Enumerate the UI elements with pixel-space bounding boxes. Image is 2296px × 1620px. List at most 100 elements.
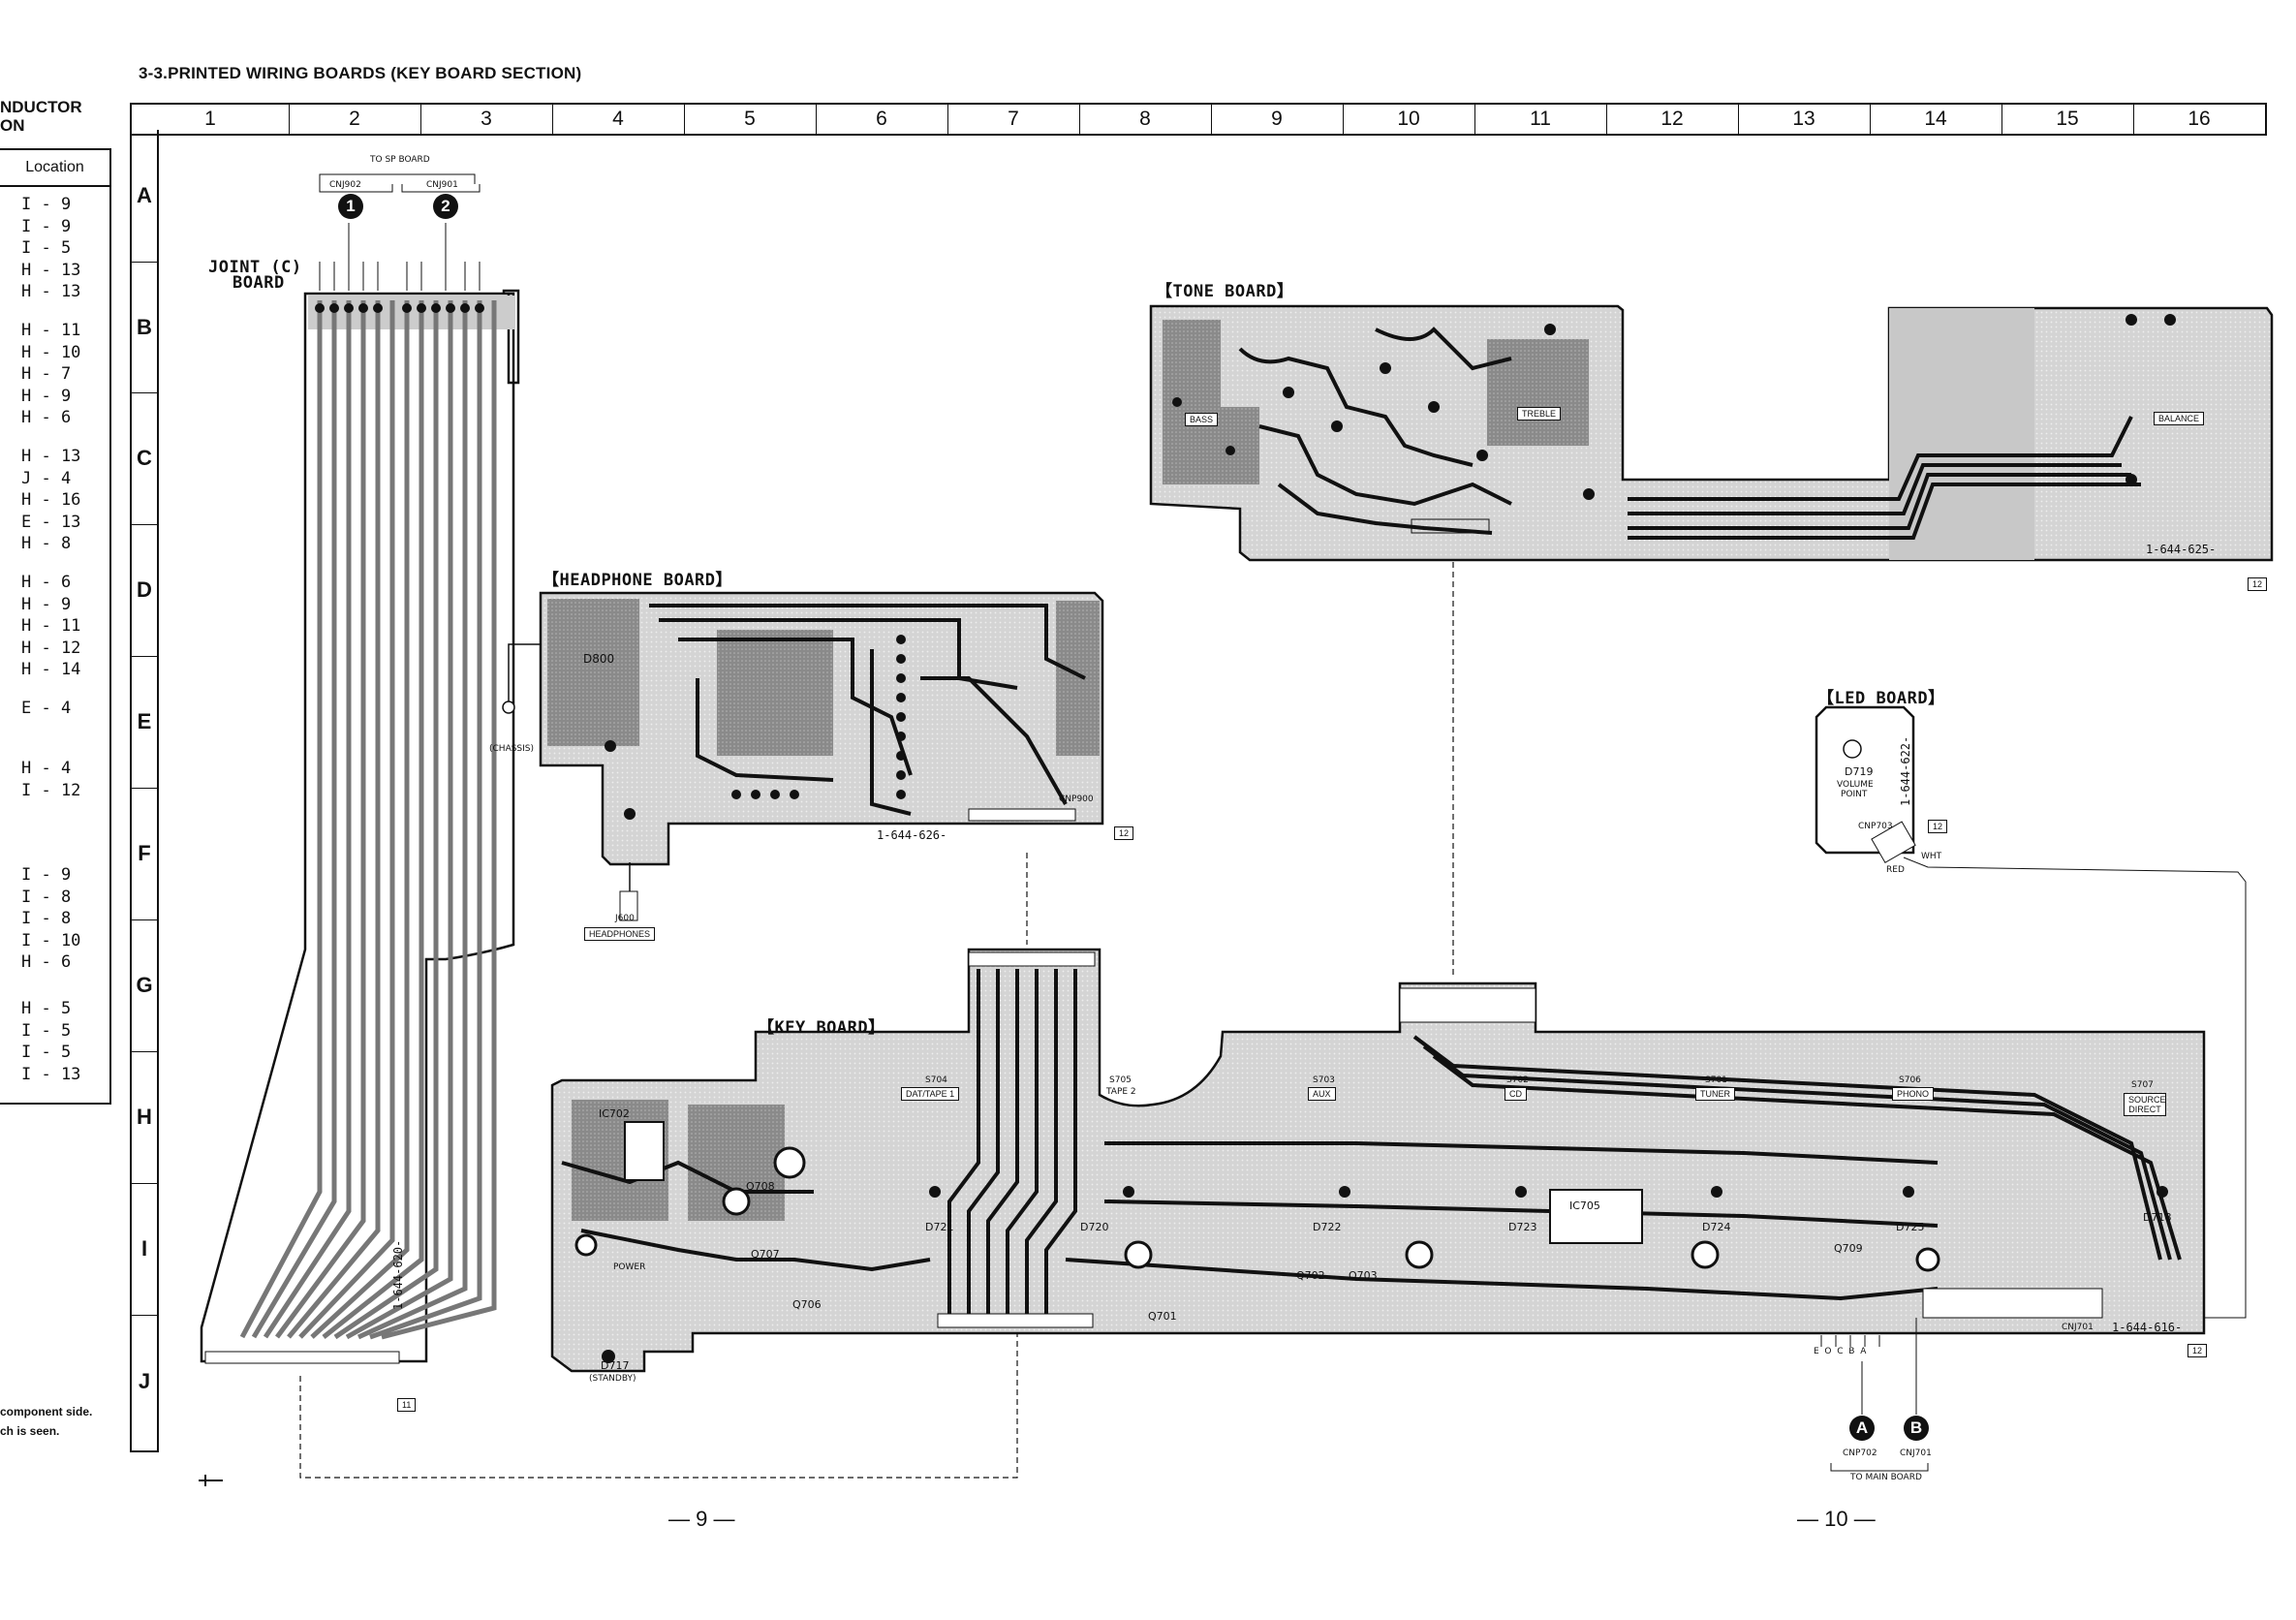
joint-c-board	[200, 289, 520, 1364]
grid-column-label: 6	[876, 108, 887, 130]
point-label: POINT	[1841, 790, 1868, 799]
grid-column-label: 3	[481, 108, 492, 130]
standby-text: STANDBY	[592, 1374, 634, 1384]
location-entry: H - 8	[21, 534, 72, 553]
location-entry: H - 16	[21, 490, 81, 510]
grid-column-label: 5	[744, 108, 756, 130]
wire-wht-label: WHT	[1921, 852, 1942, 861]
q702-label: Q702	[1296, 1269, 1325, 1282]
cnp702-label: CNP702	[1843, 1449, 1877, 1458]
led-tag: 12	[1928, 820, 1948, 833]
key-part-number: 1-644-616-	[2112, 1321, 2183, 1334]
grid-column-label: 14	[1924, 108, 1947, 130]
location-entry: H - 9	[21, 594, 72, 614]
cnj901-label: CNJ901	[426, 180, 458, 190]
grid-column-divider	[1474, 105, 1475, 134]
q701-label: Q701	[1148, 1310, 1177, 1323]
tone-board-title-text: TONE BOARD	[1172, 282, 1277, 301]
led-board-title-text: LED BOARD	[1834, 689, 1929, 708]
grid-column-divider	[947, 105, 948, 134]
grid-row-label: A	[137, 183, 152, 207]
location-entry: H - 7	[21, 364, 72, 384]
joint-c-title-line-2: BOARD	[233, 273, 285, 293]
grid-row-divider	[132, 1315, 157, 1316]
s705-ref: S705	[1109, 1075, 1132, 1085]
grid-row-divider	[132, 656, 157, 657]
tone-board-title: 【TONE BOARD】	[1156, 282, 1294, 301]
ic702-label: IC702	[599, 1107, 630, 1120]
location-entry: H - 4	[21, 759, 72, 778]
location-entry: I - 5	[21, 1043, 72, 1062]
joint-c-title-line-1: JOINT (C)	[208, 258, 302, 277]
grid-column-label: 13	[1792, 108, 1815, 130]
balance-label: BALANCE	[2154, 412, 2205, 425]
grid-row-label: I	[140, 1236, 148, 1261]
grid-row-divider	[132, 788, 157, 789]
pin-o: O	[1824, 1347, 1832, 1356]
grid-column-divider	[1079, 105, 1080, 134]
grid-column-label: 8	[1139, 108, 1151, 130]
d721-label: D721	[925, 1221, 954, 1233]
grid-row-divider	[132, 1183, 157, 1184]
grid-column-label: 15	[2056, 108, 2079, 130]
d719-label: D719	[1845, 765, 1874, 778]
d800-label: D800	[583, 652, 615, 666]
location-entry: I - 10	[21, 930, 81, 950]
d725-label: D725	[1896, 1221, 1925, 1233]
joint-c-board-title: JOINT (C) BOARD	[208, 258, 302, 293]
location-entry: J - 4	[21, 468, 72, 488]
location-entry: I - 9	[21, 865, 72, 885]
s706-label: PHONO	[1892, 1087, 1935, 1101]
s704-ref: S704	[925, 1075, 947, 1085]
d717-label: D717	[601, 1359, 630, 1372]
pin-b: B	[1848, 1347, 1855, 1356]
location-entry: I - 8	[21, 909, 72, 928]
connector-badge-a: A	[1849, 1416, 1875, 1441]
grid-column-divider	[1870, 105, 1871, 134]
location-entry: I - 9	[21, 216, 72, 236]
grid-column-label: 11	[1530, 108, 1551, 130]
connector-badge-1: 1	[338, 194, 363, 219]
s701-label: TUNER	[1695, 1087, 1735, 1101]
grid-row-label: C	[137, 446, 152, 470]
s707-ref: S707	[2131, 1080, 2154, 1090]
grid-column-divider	[552, 105, 553, 134]
location-entry: I - 13	[21, 1064, 81, 1084]
grid-row-divider	[132, 919, 157, 920]
volume-label: VOLUME	[1837, 780, 1874, 790]
pin-c: C	[1837, 1347, 1844, 1356]
ic705-label: IC705	[1569, 1199, 1600, 1212]
interconnect-lines	[299, 562, 1454, 1479]
grid-row-label: D	[137, 577, 152, 602]
bass-label: BASS	[1185, 413, 1219, 426]
tone-board	[1149, 304, 2274, 562]
grid-column-divider	[1738, 105, 1739, 134]
grid-column-divider	[2001, 105, 2002, 134]
grid-column-divider	[684, 105, 685, 134]
headphone-board-title-text: HEADPHONE BOARD	[559, 571, 716, 590]
q706-label: Q706	[792, 1298, 822, 1311]
grid-row-divider	[132, 524, 157, 525]
location-entry: H - 11	[21, 616, 81, 636]
pin-a: A	[1860, 1347, 1867, 1356]
grid-column-label: 4	[612, 108, 624, 130]
s706-ref: S706	[1899, 1075, 1921, 1085]
headphone-board	[502, 591, 1104, 921]
location-entry: H - 13	[21, 282, 81, 301]
cnj701-board-label: CNJ701	[2062, 1323, 2094, 1332]
location-entry: I - 12	[21, 780, 81, 800]
connector-badge-2: 2	[433, 194, 458, 219]
location-entry: E - 4	[21, 699, 72, 718]
headphone-part-number: 1-644-626-	[877, 828, 947, 842]
to-main-board-label: TO MAIN BOARD	[1850, 1473, 1922, 1482]
power-label: POWER	[613, 1262, 646, 1272]
location-entry: I - 5	[21, 1020, 72, 1041]
connector-badge-b: B	[1904, 1416, 1929, 1441]
key-board-title: 【KEY BOARD】	[758, 1018, 885, 1038]
grid-column-label: 2	[349, 108, 360, 130]
s707-label: SOURCE DIRECT	[2124, 1093, 2166, 1116]
